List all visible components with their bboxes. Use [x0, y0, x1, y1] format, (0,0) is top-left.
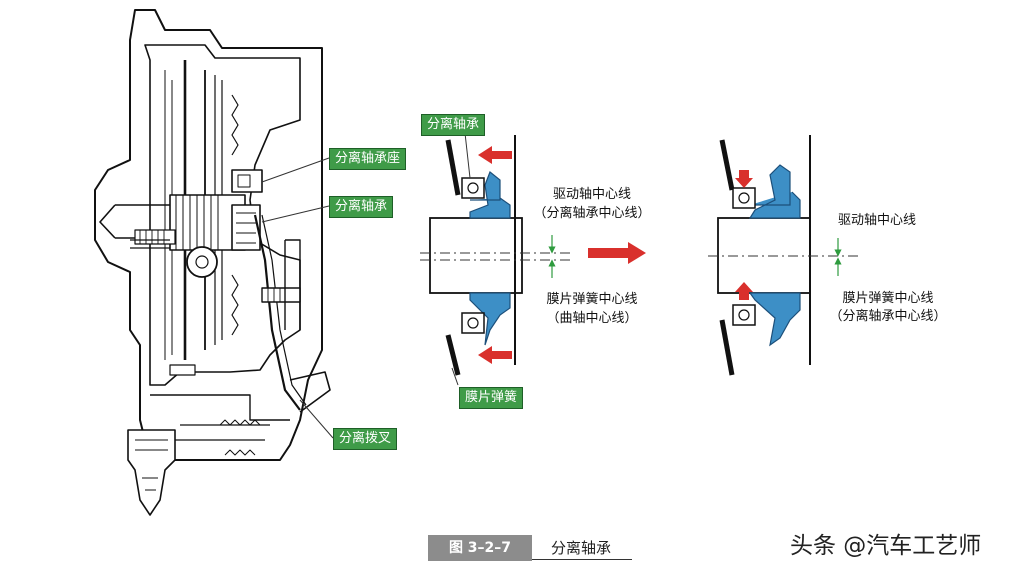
middle-drive-centerline: 驱动轴中心线 [552, 187, 631, 202]
left-leader-lines [261, 157, 334, 439]
middle-spring-bottom [445, 334, 461, 376]
middle-spring-centerline-sub: （曲轴中心线） [546, 311, 638, 326]
label-release-bearing-middle: 分离轴承 [421, 114, 486, 136]
middle-spring-centerline: 膜片弹簧中心线 [546, 292, 638, 307]
label-bearing-seat: 分离轴承座 [329, 148, 407, 170]
red-arrow-top [478, 146, 512, 164]
right-bearing-bottom [748, 292, 801, 347]
middle-drive-centerline-sub: （分离轴承中心线） [533, 206, 651, 221]
right-spring-centerline-sub: （分离轴承中心线） [829, 309, 947, 324]
figure-title: 分离轴承 [551, 539, 612, 557]
right-spring-centerline: 膜片弹簧中心线 [842, 291, 934, 306]
clutch-cross-section [94, 9, 331, 516]
middle-shaft [429, 217, 523, 294]
middle-diagram [420, 132, 572, 386]
middle-bearing-top [469, 171, 511, 219]
right-diagram [708, 135, 858, 376]
right-drive-centerline: 驱动轴中心线 [837, 213, 916, 228]
right-bearing-top [748, 164, 801, 219]
label-release-fork: 分离拨叉 [333, 428, 398, 450]
caption-underline [532, 559, 632, 560]
middle-bearing-bottom [469, 292, 511, 346]
figure-number: 图 3–2–7 [428, 535, 532, 561]
label-diaphragm-spring: 膜片弹簧 [459, 387, 524, 409]
watermark: 头条 @汽车工艺师 [790, 533, 982, 559]
middle-spring-top [445, 139, 461, 196]
red-arrow-bottom [478, 346, 512, 364]
direction-arrow [588, 242, 646, 264]
label-release-bearing-left: 分离轴承 [329, 196, 394, 218]
